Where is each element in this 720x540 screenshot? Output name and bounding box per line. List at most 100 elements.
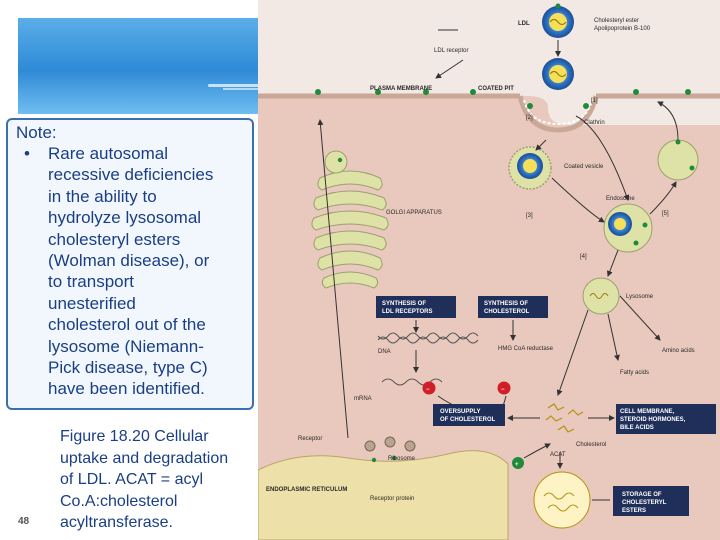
pathway-arrow xyxy=(606,249,619,277)
label-ldl: LDL xyxy=(518,21,530,27)
label-receptor-protein: Receptor protein xyxy=(370,496,414,502)
label-synth-receptors-2: LDL RECEPTORS xyxy=(382,309,432,315)
note-line: to transport xyxy=(48,272,134,292)
oversupply-box xyxy=(433,404,505,426)
note-line: cholesteryl esters xyxy=(48,229,181,249)
pathway-arrow xyxy=(535,139,547,151)
activation-icon xyxy=(512,457,524,469)
inhibition-icon xyxy=(422,381,436,395)
note-box: Note: • Rare autosomal recessive deficie… xyxy=(6,118,254,410)
label-fatty-acids: Fatty acids xyxy=(620,370,649,376)
label-cholesteryl-ester: Cholesteryl ester xyxy=(594,18,639,24)
label-step-1: [1] xyxy=(591,98,598,104)
caption-line: Co.A:cholesterol xyxy=(60,492,178,510)
bullet-icon: • xyxy=(24,144,30,163)
note-line: have been identified. xyxy=(48,379,205,399)
coated-vesicle xyxy=(508,146,552,190)
label-clathrin: Clathrin xyxy=(584,120,605,126)
label-amino-acids: Amino acids xyxy=(662,348,695,354)
caption-line: Figure 18.20 Cellular xyxy=(60,428,209,445)
label-step-3: [3] xyxy=(526,213,533,219)
cholesterol-molecules xyxy=(545,403,584,433)
label-synth-receptors-1: SYNTHESIS OF xyxy=(382,301,426,307)
receptor-transport-arrow xyxy=(317,119,349,439)
ldl-particle-bound xyxy=(542,58,574,90)
label-synth-chol-1: SYNTHESIS OF xyxy=(484,301,528,307)
label-plasma-membrane: PLASMA MEMBRANE xyxy=(370,86,432,92)
note-line: Rare autosomal xyxy=(48,144,169,163)
cell-membrane-products-box xyxy=(616,404,716,434)
label-hmg-coa: HMG CoA reductase xyxy=(498,346,554,352)
header-streak xyxy=(208,84,268,87)
note-line: hydrolyze lysosomal xyxy=(48,208,202,228)
header-band xyxy=(18,18,268,114)
label-step-5: [5] xyxy=(662,211,669,217)
dna-strand xyxy=(377,336,479,344)
ldl-receptors xyxy=(315,89,691,109)
note-line: lysosome (Niemann- xyxy=(48,336,204,356)
note-line: in the ability to xyxy=(48,186,157,206)
label-cholesterol: Cholesterol xyxy=(576,442,606,448)
label-storage-1: STORAGE OF xyxy=(622,492,662,498)
label-leader xyxy=(435,59,464,79)
label-minus: − xyxy=(426,387,430,393)
ldl-particle xyxy=(542,3,574,38)
endosome xyxy=(603,203,653,253)
label-golgi: GOLGI APPARATUS xyxy=(386,210,442,216)
note-title: Note: xyxy=(16,123,57,142)
ribosomes xyxy=(364,436,416,452)
new-receptors xyxy=(371,455,397,463)
label-step-2: [2] xyxy=(526,115,533,121)
caption-line: uptake and degradation xyxy=(60,449,229,467)
pathway-arrow xyxy=(619,295,661,341)
slide-number: 48 xyxy=(18,516,30,527)
label-coated-vesicle: Coated vesicle xyxy=(564,164,604,170)
endoplasmic-reticulum xyxy=(258,450,509,540)
label-mrna: mRNA xyxy=(354,396,372,402)
note-line: Pick disease, type C) xyxy=(48,358,208,378)
note-line: recessive deficiencies xyxy=(48,165,214,185)
label-acat: ACAT xyxy=(550,452,566,458)
transport-vesicle xyxy=(324,150,348,174)
figure-caption: Figure 18.20 Cellular uptake and degrada… xyxy=(60,426,256,534)
label-lysosome: Lysosome xyxy=(626,294,654,300)
pathway-arrow xyxy=(657,101,679,141)
label-ribosome: Ribosome xyxy=(388,456,416,462)
label-oversupply-1: OVERSUPPLY xyxy=(440,409,480,415)
label-cell-membrane-1: CELL MEMBRANE, xyxy=(620,409,675,415)
label-cell-membrane-3: BILE ACIDS xyxy=(620,425,654,431)
synthesis-cholesterol-box xyxy=(478,296,548,318)
header-streak xyxy=(223,88,263,90)
note-item: • Rare autosomal recessive deficiencies … xyxy=(16,143,244,400)
label-storage-3: ESTERS xyxy=(622,508,646,514)
recycling-vesicle xyxy=(657,139,699,181)
label-minus: − xyxy=(501,387,505,393)
label-storage-2: CHOLESTERYL xyxy=(622,500,667,506)
caption-line: acyltransferase. xyxy=(60,514,173,532)
pathway-arrow xyxy=(575,115,630,201)
label-oversupply-2: OF CHOLESTEROL xyxy=(440,417,496,423)
label-er: ENDOPLASMIC RETICULUM xyxy=(266,487,347,493)
coated-pit-membrane xyxy=(517,95,599,133)
pathway-arrow xyxy=(649,181,677,215)
label-synth-chol-2: CHOLESTEROL xyxy=(484,309,530,315)
clathrin-coat xyxy=(523,99,593,126)
label-step-4: [4] xyxy=(580,254,587,260)
note-line: cholesterol out of the xyxy=(48,315,206,335)
caption-line: of LDL. ACAT = acyl xyxy=(60,471,204,489)
label-receptor: Receptor xyxy=(298,436,322,442)
label-ldl-receptor: LDL receptor xyxy=(434,48,468,54)
mrna-strand xyxy=(381,378,443,386)
label-cell-membrane-2: STEROID HORMONES, xyxy=(620,417,686,423)
label-apolipoprotein: Apolipoprotein B-100 xyxy=(594,26,651,32)
pathway-arrow xyxy=(556,309,589,396)
pathway-arrow xyxy=(607,313,620,361)
cholesteryl-ester-droplet xyxy=(533,471,591,529)
pathway-arrow xyxy=(551,177,605,223)
storage-box xyxy=(613,486,689,516)
label-plus: + xyxy=(515,462,519,468)
golgi-apparatus xyxy=(311,170,389,289)
label-endosome: Endosome xyxy=(606,196,635,202)
ldl-pathway-diagram: LDL Cholesteryl ester Apolipoprotein B-1… xyxy=(258,0,720,540)
synthesis-ldl-receptors-box xyxy=(376,296,456,318)
